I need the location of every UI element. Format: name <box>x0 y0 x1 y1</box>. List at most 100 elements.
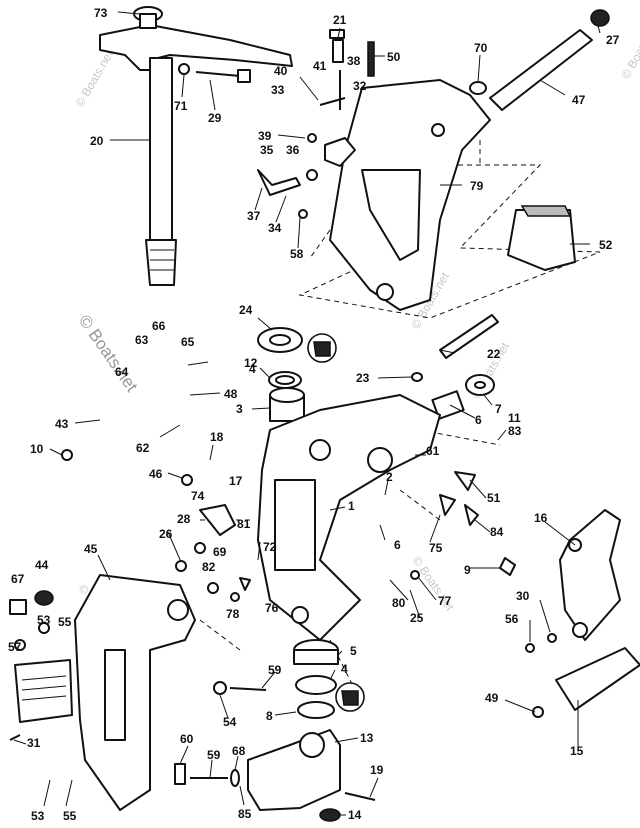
callout-label: 82 <box>202 560 216 574</box>
callout-label: 68 <box>232 744 246 758</box>
callout-label: 52 <box>599 238 613 252</box>
callout-label: 55 <box>58 615 72 629</box>
callout-label: 65 <box>181 335 195 349</box>
callout-label: 31 <box>27 736 41 750</box>
transom-bracket-part <box>74 574 196 811</box>
callout-label: 10 <box>30 442 44 456</box>
callout-label: 21 <box>333 13 347 27</box>
watermark: © Boats.net <box>618 19 640 81</box>
callout-label: 41 <box>313 59 327 73</box>
callout-label: 72 <box>263 540 277 554</box>
callout-label: 48 <box>224 387 238 401</box>
callout-label: 53 <box>31 809 45 823</box>
callout-label: 6 <box>475 413 482 427</box>
callout-label: 45 <box>84 542 98 556</box>
callout-label: 56 <box>505 612 519 626</box>
callout-label: 50 <box>387 50 401 64</box>
callout-labels: 73 21 50 70 27 20 71 29 40 41 38 33 32 4… <box>8 6 620 823</box>
callout-label: 3 <box>236 402 243 416</box>
callout-label: 53 <box>37 613 51 627</box>
callout-label: 40 <box>274 64 288 78</box>
callout-label: 55 <box>63 809 77 823</box>
callout-label: 80 <box>392 596 406 610</box>
callout-label: 4 <box>341 662 348 676</box>
callout-label: 22 <box>487 347 501 361</box>
callout-label: 27 <box>606 33 620 47</box>
callout-label: 24 <box>239 303 253 317</box>
callout-label: 49 <box>485 691 499 705</box>
bearing-stack-parts <box>293 639 339 719</box>
watermark: © Boats.net <box>75 311 142 395</box>
callout-label: 25 <box>410 611 424 625</box>
callout-label: 20 <box>90 134 104 148</box>
callout-label: 6 <box>394 538 401 552</box>
block-part <box>555 647 640 711</box>
callout-label: 8 <box>266 709 273 723</box>
callout-label: 58 <box>290 247 304 261</box>
callout-label: 73 <box>94 6 108 20</box>
misc-bolts <box>9 449 557 801</box>
callout-label: 33 <box>271 83 285 97</box>
callout-label: 38 <box>347 54 361 68</box>
stern-bracket-part <box>329 79 491 311</box>
callout-label: 66 <box>152 319 166 333</box>
swivel-bracket-part <box>257 394 441 641</box>
callout-label: 62 <box>136 441 150 455</box>
callout-label: 47 <box>572 93 586 107</box>
small-fittings <box>319 29 375 110</box>
callout-label: 54 <box>223 715 237 729</box>
callout-label: 29 <box>208 111 222 125</box>
callout-label: 37 <box>247 209 261 223</box>
callout-label: 15 <box>570 744 584 758</box>
bolt-part <box>178 63 251 83</box>
callout-label: 46 <box>149 467 163 481</box>
callout-label: 75 <box>429 541 443 555</box>
callout-label: 19 <box>370 763 384 777</box>
callout-label: 79 <box>470 179 484 193</box>
callout-label: 59 <box>207 748 221 762</box>
callout-label: 84 <box>490 525 504 539</box>
swivel-shaft-part <box>99 6 293 286</box>
callout-label: 59 <box>268 663 282 677</box>
callout-label: 69 <box>213 545 227 559</box>
callout-label: 85 <box>238 807 252 821</box>
callout-label: 11 <box>508 411 521 425</box>
callout-label: 35 <box>260 143 274 157</box>
callout-label: 5 <box>350 644 357 658</box>
callout-label: 13 <box>360 731 374 745</box>
callout-label: 77 <box>438 594 452 608</box>
callout-label: 81 <box>237 517 251 531</box>
callout-label: 74 <box>191 489 205 503</box>
callout-label: 43 <box>55 417 69 431</box>
tilt-tube-part <box>469 9 610 111</box>
pad-part <box>507 205 576 271</box>
callout-label: 60 <box>180 732 194 746</box>
washer-bushing-parts <box>257 327 305 422</box>
callout-label: 30 <box>516 589 530 603</box>
callout-label: 16 <box>534 511 548 525</box>
callout-label: 67 <box>11 572 25 586</box>
callout-label: 17 <box>229 474 243 488</box>
rod-part <box>439 314 499 359</box>
callout-label: 51 <box>487 491 501 505</box>
watermark: © Boats.net <box>72 47 116 109</box>
callout-label: 39 <box>258 129 272 143</box>
callout-label: 1 <box>348 499 355 513</box>
callout-label: 23 <box>356 371 370 385</box>
callout-label: 78 <box>226 607 240 621</box>
callout-label: 64 <box>115 365 129 379</box>
callout-label: 12 <box>244 356 258 370</box>
leader-lines <box>13 11 601 816</box>
callout-label: 57 <box>8 640 22 654</box>
callout-label: 71 <box>174 99 188 113</box>
callout-label: 83 <box>508 424 522 438</box>
callout-label: 76 <box>265 601 279 615</box>
callout-label: 28 <box>177 512 191 526</box>
lubricant-symbol-group <box>307 333 365 712</box>
lower-mount-part <box>247 729 341 822</box>
callout-label: 61 <box>426 444 440 458</box>
callout-label: 32 <box>353 79 367 93</box>
callout-label: 14 <box>348 808 362 822</box>
plate-part <box>14 659 73 723</box>
